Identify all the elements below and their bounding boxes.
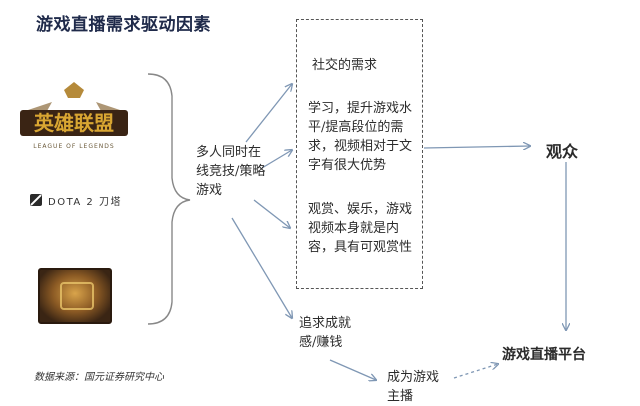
node-streaming-platform: 游戏直播平台	[502, 347, 586, 363]
lol-logo-text: 英雄联盟	[34, 111, 114, 135]
arrow-to-audience	[423, 146, 530, 148]
arrow-to-learn	[261, 150, 292, 169]
hearthstone-image	[38, 268, 112, 324]
node-become-streamer: 成为游戏主播	[387, 370, 440, 404]
arrow-to-become	[329, 359, 376, 380]
data-source-note: 数据来源：国元证券研究中心	[34, 372, 164, 383]
arrow-to-social	[245, 84, 292, 143]
node-audience: 观众	[546, 142, 579, 161]
node-multiplayer-games: 多人同时在线竞技/策略游戏	[196, 145, 266, 198]
arrow-become-to-platform	[453, 364, 498, 379]
node-social-need: 社交的需求	[312, 58, 378, 73]
games-brace	[147, 73, 191, 325]
lol-logo-subtitle: LEAGUE OF LEGENDS	[33, 143, 114, 150]
needs-dashed-box	[296, 19, 423, 289]
league-of-legends-logo: 英雄联盟 LEAGUE OF LEGENDS	[12, 82, 136, 156]
node-learning-need: 学习，提升游戏水平/提高段位的需求，视频相对于文字有很大优势	[308, 101, 413, 173]
dota-icon	[30, 194, 42, 206]
dota2-logo: DOTA 2 刀塔	[30, 192, 150, 208]
node-entertainment-need: 观赏、娱乐，游戏视频本身就是内容，具有可观赏性	[308, 202, 413, 255]
arrow-to-pursue	[231, 217, 292, 318]
arrow-to-watch	[253, 199, 290, 228]
node-achievement: 追求成就感/赚钱	[299, 316, 352, 350]
dota-logo-text: DOTA 2 刀塔	[48, 196, 122, 208]
diagram-title: 游戏直播需求驱动因素	[36, 15, 211, 35]
